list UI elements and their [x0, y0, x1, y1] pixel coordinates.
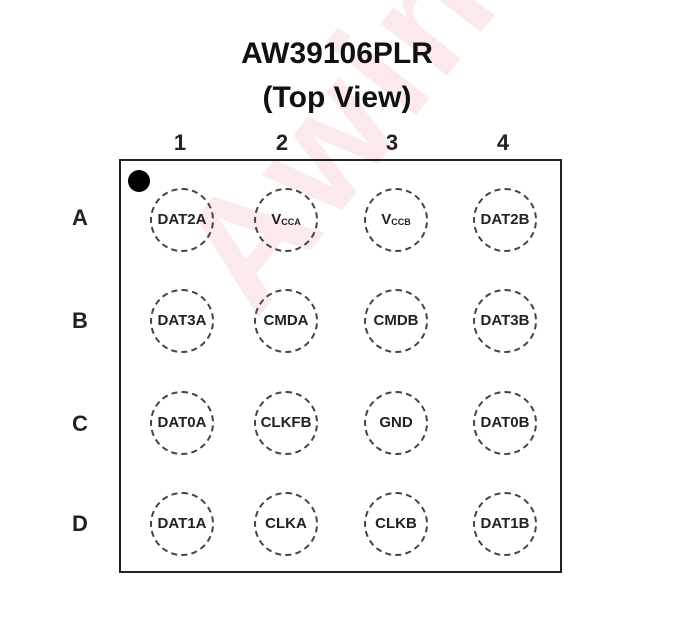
diagram-subtitle: (Top View): [262, 81, 412, 114]
pin-ball-a1: [150, 188, 214, 252]
pin-label-c1: DAT0A: [157, 414, 207, 431]
pin-label-a2: VCCA: [246, 211, 326, 230]
column-label-2: 2: [275, 130, 289, 155]
pin-ball-d3: [364, 492, 428, 556]
pin-ball-a3: [364, 188, 428, 252]
row-label-b: B: [72, 308, 88, 333]
pin-label-b1: DAT3A: [157, 312, 207, 329]
pin-label-a4: DAT2B: [480, 211, 530, 228]
pin-ball-d4: [473, 492, 537, 556]
column-label-1: 1: [173, 130, 187, 155]
row-label-d: D: [72, 511, 88, 536]
pin-ball-d2: [254, 492, 318, 556]
pin-ball-b4: [473, 289, 537, 353]
pin-label-d2: CLKA: [265, 515, 307, 532]
pin-label-c4: DAT0B: [480, 414, 530, 431]
row-label-c: C: [72, 411, 88, 436]
pin1-marker-icon: [128, 170, 150, 192]
pin-label-b4: DAT3B: [480, 312, 530, 329]
pin-label-d1: DAT1A: [157, 515, 207, 532]
package-outline: [119, 159, 562, 573]
pin-label-a1: DAT2A: [157, 211, 207, 228]
pin-label-b3: CMDB: [373, 312, 419, 329]
pin-ball-a4: [473, 188, 537, 252]
pin-label-d4: DAT1B: [480, 515, 530, 532]
pin-ball-d1: [150, 492, 214, 556]
pin-label-a3-sub: CCB: [391, 217, 411, 227]
pin-label-a2-sub: CCA: [281, 217, 301, 227]
pin-ball-b3: [364, 289, 428, 353]
diagram-title: AW39106PLR: [241, 37, 433, 70]
pin-ball-b1: [150, 289, 214, 353]
pin-label-b2: CMDA: [263, 312, 309, 329]
pin-label-a3: VCCB: [356, 211, 436, 230]
pin-ball-c3: [364, 391, 428, 455]
pin-label-c2: CLKFB: [260, 414, 312, 431]
pin-label-a2-main: V: [271, 211, 282, 228]
column-label-3: 3: [385, 130, 399, 155]
pin-label-d3: CLKB: [375, 515, 417, 532]
pin-label-c3: GND: [379, 414, 413, 431]
pin-ball-c4: [473, 391, 537, 455]
pin-ball-c1: [150, 391, 214, 455]
pin-ball-a2: [254, 188, 318, 252]
pin-ball-c2: [254, 391, 318, 455]
pin-label-a3-main: V: [381, 211, 392, 228]
row-label-a: A: [72, 205, 88, 230]
column-label-4: 4: [496, 130, 510, 155]
pin-ball-b2: [254, 289, 318, 353]
